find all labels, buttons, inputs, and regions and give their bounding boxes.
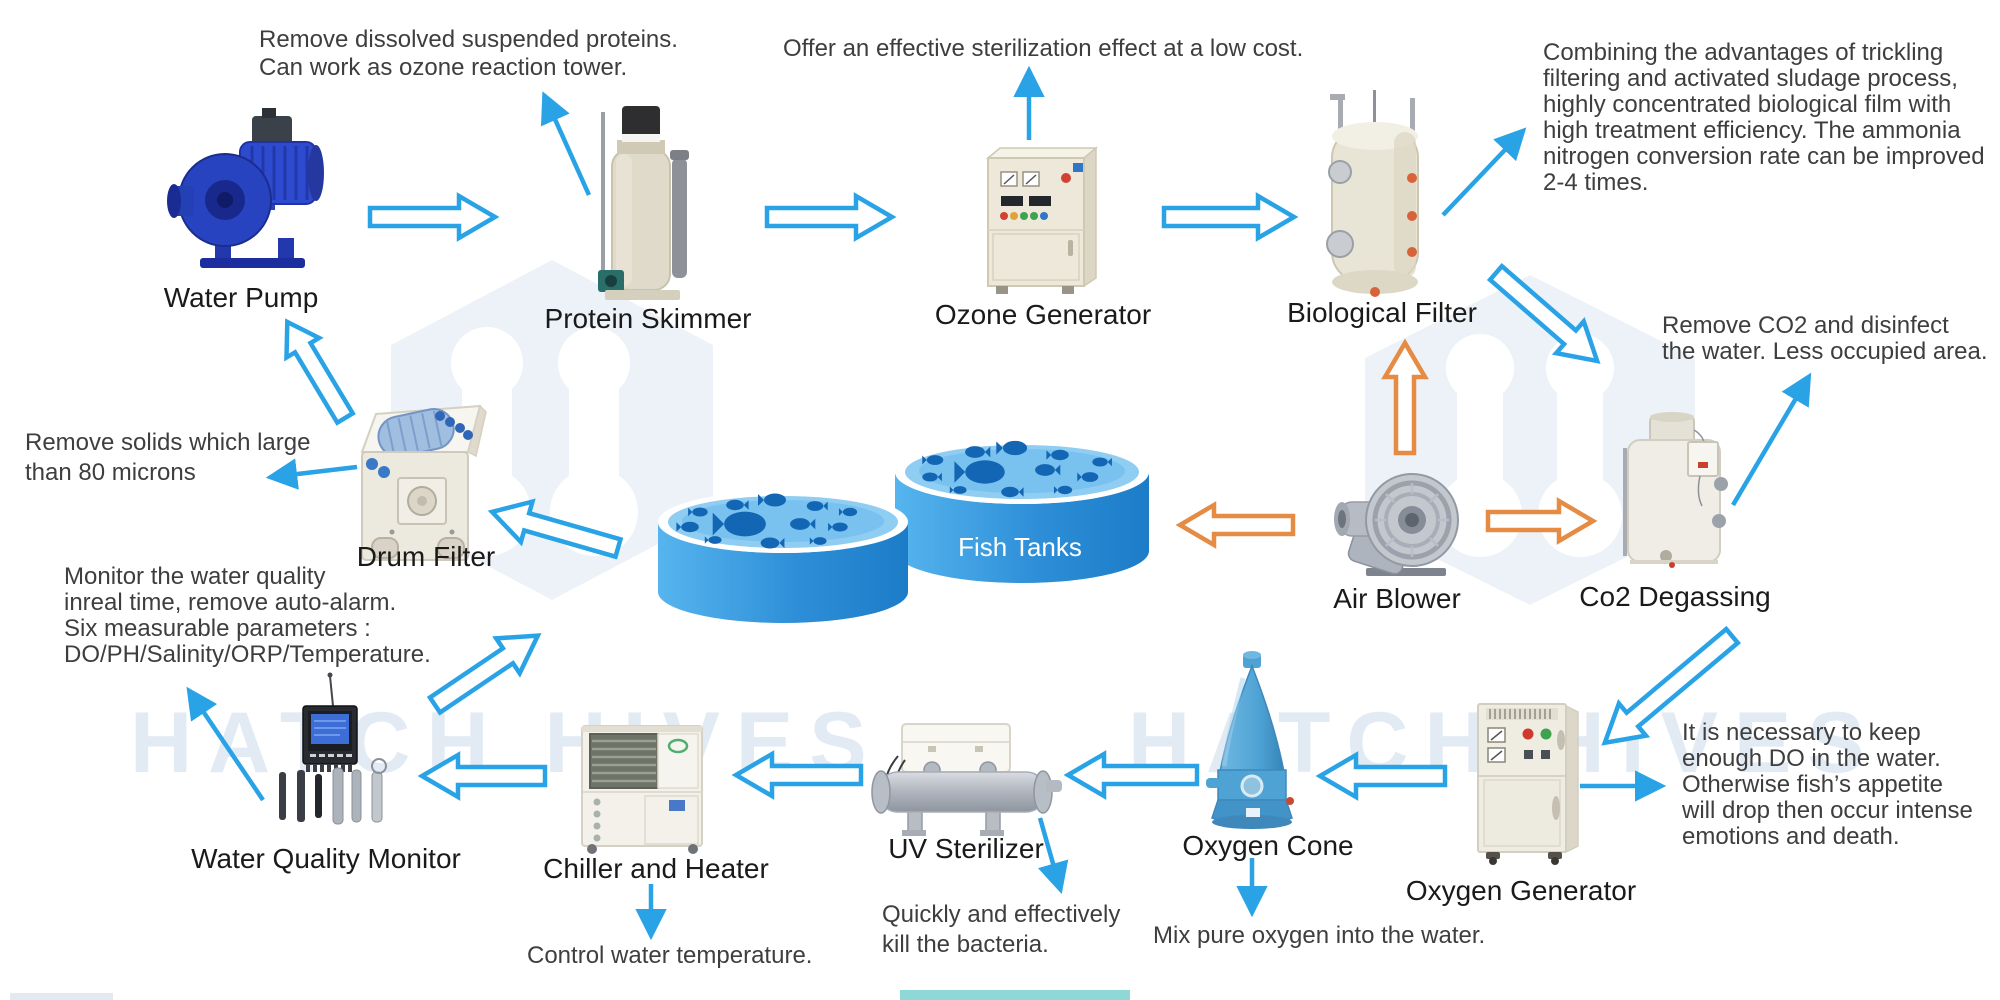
water-pump-label: Water Pump — [163, 282, 319, 313]
arrow-blower-to-co2 — [1485, 497, 1598, 545]
drum-filter-image — [360, 404, 487, 561]
arrow-skimmer-note — [540, 91, 592, 196]
arrow-tank-to-drum — [487, 498, 624, 560]
biological-filter-label: Biological Filter — [1287, 297, 1477, 328]
water-quality-monitor-image — [279, 672, 387, 825]
arrow-chiller-to-monitor — [417, 751, 548, 801]
air-blower-label: Air Blower — [1333, 583, 1461, 614]
note-line: filtering and activated sludage process, — [1543, 65, 1958, 92]
arrow-ozone-to-biofilter — [1161, 192, 1299, 242]
water-quality-monitor-label: Water Quality Monitor — [191, 843, 461, 874]
ozone-generator-note: Offer an effective sterilization effect … — [783, 34, 1303, 64]
note-line: Remove dissolved suspended proteins. — [259, 26, 678, 53]
co2-degassing-image — [1623, 412, 1728, 568]
note-line: Otherwise fish’s appetite — [1682, 771, 1944, 798]
ozone-generator-label: Ozone Generator — [934, 299, 1152, 330]
protein-skimmer-image — [598, 106, 689, 300]
arrow-co2-to-oxygen-generator — [1601, 625, 1741, 746]
note-line: highly concentrated biological film with — [1543, 91, 1952, 118]
note-line: than 80 microns — [25, 459, 196, 486]
oxygen-cone-label: Oxygen Cone — [1182, 830, 1354, 861]
arrow-monitor-to-tank — [426, 633, 542, 716]
arrow-uv-note — [1037, 817, 1069, 895]
biological-filter-image — [1326, 90, 1419, 297]
note-line: Control water temperature. — [527, 942, 813, 969]
note-line: DO/PH/Salinity/ORP/Temperature. — [64, 641, 431, 668]
protein-skimmer-label: Protein Skimmer — [544, 303, 752, 334]
note-line: emotions and death. — [1682, 823, 1900, 850]
arrow-oxygen-generator-to-cone — [1315, 751, 1448, 801]
oxygen-generator-label: Oxygen Generator — [1405, 875, 1637, 906]
note-line: inreal time, remove auto-alarm. — [64, 589, 397, 616]
arrow-biofilter-note — [1441, 127, 1527, 217]
arrow-cone-to-uv — [1063, 750, 1200, 800]
bottom-left-bar — [10, 993, 113, 1000]
air-arrows-orange — [1175, 338, 1598, 549]
uv-sterilizer-image — [871, 723, 1062, 836]
arrow-blower-to-tanks — [1175, 501, 1296, 549]
note-line: Combining the advantages of trickling — [1543, 39, 1944, 66]
co2-degassing-note: Remove CO2 and disinfect the water. Less… — [1662, 313, 1988, 365]
drum-filter-note: Remove solids which large than 80 micron… — [25, 428, 310, 488]
drum-filter-label: Drum Filter — [356, 541, 496, 572]
note-line: kill the bacteria. — [882, 931, 1049, 958]
arrow-drum-to-pump — [284, 318, 356, 426]
note-line: Offer an effective sterilization effect … — [783, 35, 1304, 62]
bottom-teal-bar — [900, 990, 1130, 1000]
note-line: Can work as ozone reaction tower. — [259, 54, 628, 81]
arrow-biofilter-to-co2 — [1486, 263, 1601, 364]
note-line: nitrogen conversion rate can be improved — [1543, 143, 1985, 170]
note-line: Quickly and effectively — [882, 901, 1121, 928]
arrow-blower-to-biofilter — [1381, 338, 1429, 456]
note-line: Remove CO2 and disinfect — [1662, 312, 1949, 339]
probes — [279, 758, 387, 825]
arrow-drum-note — [265, 458, 358, 490]
uv-sterilizer-label: UV Sterilizer — [888, 833, 1044, 864]
biological-filter-note: Combining the advantages of trickling fi… — [1543, 40, 1985, 196]
arrow-uv-to-chiller — [731, 750, 864, 800]
arrow-monitor-note — [186, 686, 265, 802]
chiller-image — [581, 725, 703, 854]
protein-skimmer-note: Remove dissolved suspended proteins. Can… — [259, 26, 678, 82]
note-line: 2-4 times. — [1543, 169, 1649, 196]
oxygen-generator-note: It is necessary to keep enough DO in the… — [1682, 720, 1973, 850]
note-line: high treatment efficiency. The ammonia — [1543, 117, 1961, 144]
note-line: Six measurable parameters : — [64, 615, 371, 642]
fish-tanks-label: Fish Tanks — [958, 532, 1082, 562]
hexagon-logo-left-icon — [391, 260, 713, 600]
ozone-generator-image — [985, 146, 1099, 294]
note-line: It is necessary to keep — [1682, 719, 1921, 746]
note-line: the water. Less occupied area. — [1662, 338, 1988, 365]
oxygen-cone-note: Mix pure oxygen into the water. — [1153, 921, 1485, 951]
chiller-label: Chiller and Heater — [543, 853, 769, 884]
co2-degassing-label: Co2 Degassing — [1579, 581, 1771, 612]
note-line: Monitor the water quality — [64, 563, 326, 590]
fish-tank-front — [658, 491, 908, 623]
annotation-arrows — [186, 65, 1812, 941]
note-line: enough DO in the water. — [1682, 745, 1941, 772]
air-blower-image — [1334, 473, 1459, 576]
fish-tank-back — [895, 440, 1149, 583]
note-line: Mix pure oxygen into the water. — [1153, 922, 1486, 949]
chiller-note: Control water temperature. — [527, 941, 812, 971]
oxygen-generator-image — [1477, 703, 1579, 865]
water-pump-image — [167, 108, 324, 268]
note-line: will drop then occur intense — [1682, 797, 1973, 824]
water-quality-monitor-note: Monitor the water quality inreal time, r… — [64, 564, 431, 668]
arrow-pump-to-skimmer — [367, 192, 500, 242]
note-line: Remove solids which large — [25, 429, 311, 456]
flow-arrows-blue — [284, 192, 1741, 801]
arrow-skimmer-to-ozone — [764, 192, 897, 242]
arrow-co2-note — [1731, 372, 1812, 507]
oxygen-cone-image — [1206, 651, 1294, 829]
uv-sterilizer-note: Quickly and effectively kill the bacteri… — [882, 900, 1120, 960]
